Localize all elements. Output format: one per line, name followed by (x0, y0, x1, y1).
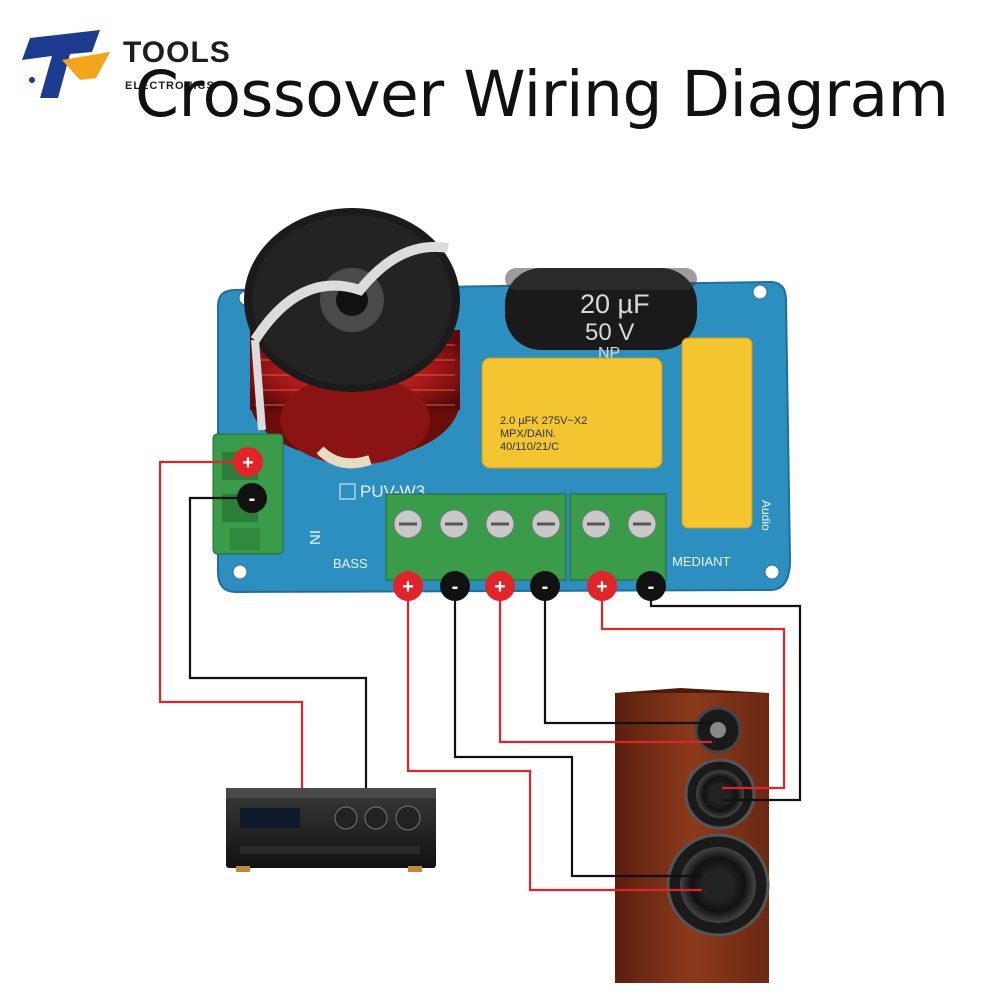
volume-knob-icon (334, 806, 358, 830)
svg-text:+: + (242, 452, 254, 474)
bass-negative-marker: - (440, 571, 470, 601)
output-terminal-blocks (385, 493, 667, 581)
terminal-screws (393, 509, 657, 539)
film-cap-line3: 40/110/21/C (500, 441, 559, 453)
amplifier (226, 788, 436, 872)
film-capacitor: 2.0 µFK 275V~X2 MPX/DAIN. 40/110/21/C (481, 357, 663, 469)
film-cap-line2: MPX/DAIN. (500, 428, 556, 440)
treble-negative-marker: - (530, 571, 560, 601)
input-positive-marker: + (233, 447, 263, 477)
volume-knob-icon (395, 805, 421, 831)
page-title: Crossover Wiring Diagram (135, 58, 949, 131)
wire-input-negative (188, 496, 368, 788)
wire-treble-negative (543, 586, 712, 725)
electrolytic-capacitor: 20 µF 50 V NP (505, 268, 697, 362)
speaker-cabinet (615, 688, 770, 983)
cap-voltage: 50 V (585, 319, 634, 346)
svg-text:+: + (596, 576, 608, 598)
brand-name: TOOLS (123, 36, 231, 69)
polarity-markers: + - + - + - + - (233, 447, 666, 601)
volume-knob-icon (364, 806, 388, 830)
mount-hole (232, 564, 248, 580)
woofer (666, 833, 770, 937)
tweeter (694, 706, 742, 754)
mediant-label: MEDIANT (672, 554, 731, 569)
wire-mid-positive (600, 586, 786, 790)
svg-text:-: - (249, 488, 256, 510)
film-capacitor-small (681, 337, 753, 529)
svg-text:+: + (494, 576, 506, 598)
mid-positive-marker: + (587, 571, 617, 601)
wire-bass-negative (453, 586, 702, 878)
svg-text:-: - (452, 576, 459, 598)
cap-value: 20 µF (580, 289, 650, 319)
mount-hole (752, 284, 768, 300)
audio-label: Audio (759, 500, 773, 531)
inductor-coil (244, 208, 460, 469)
bass-positive-marker: + (393, 571, 423, 601)
input-negative-marker: - (237, 483, 267, 513)
svg-text:-: - (648, 576, 655, 598)
bass-label: BASS (333, 556, 368, 571)
midrange-driver (684, 758, 756, 830)
wire-bass-positive (406, 586, 702, 892)
wiring (158, 460, 802, 892)
brand-subtitle: ELECTRONICS (125, 80, 215, 92)
wire-treble-positive (498, 586, 712, 744)
wire-input-positive (158, 460, 304, 788)
mount-hole (764, 564, 780, 580)
treble-positive-marker: + (485, 571, 515, 601)
mid-negative-marker: - (636, 571, 666, 601)
brand-logo (22, 30, 110, 98)
svg-text:-: - (542, 576, 549, 598)
input-label: IN (306, 530, 323, 545)
svg-text:+: + (402, 576, 414, 598)
film-cap-line1: 2.0 µFK 275V~X2 (500, 415, 587, 427)
logo-mark-icon (22, 30, 100, 98)
